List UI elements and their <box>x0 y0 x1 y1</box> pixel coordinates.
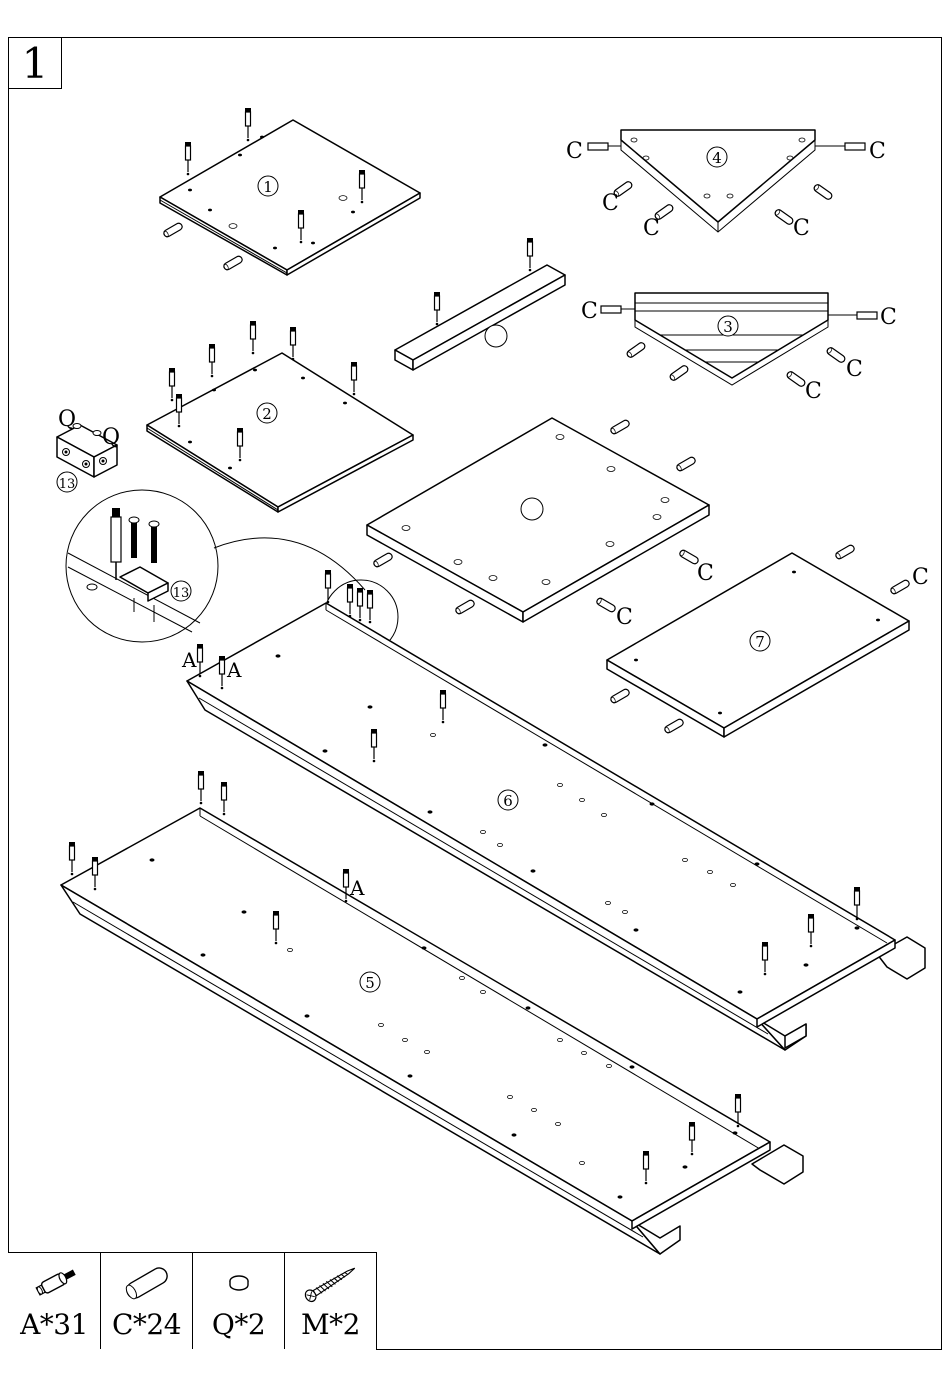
part-label-1: 1 <box>263 178 273 196</box>
part-label-3: 3 <box>723 318 733 336</box>
panel-part-1: 1 <box>160 108 420 275</box>
legend-item-c: C*24 <box>100 1253 192 1349</box>
legend-qty-m: M*2 <box>285 1308 376 1341</box>
panel-part-3: 3 C C C C <box>581 293 897 404</box>
legend-qty-q: Q*2 <box>193 1308 284 1341</box>
dowel-callout-3d: C <box>805 379 822 404</box>
rail-part <box>395 238 565 370</box>
legend-qty-c: C*24 <box>101 1308 192 1341</box>
panel-part-4: 4 C C C C C <box>566 130 886 241</box>
block-part-13: Q Q 13 <box>57 407 120 492</box>
shelf-panel: C C <box>367 418 714 630</box>
part-label-6: 6 <box>503 792 513 810</box>
panel-part-7: 7 C <box>607 544 929 737</box>
dowel-callout-shelf-a: C <box>697 561 714 586</box>
dowel-callout-4a: C <box>566 139 583 164</box>
legend-qty-a: A*31 <box>8 1308 100 1341</box>
legend-item-a: A*31 <box>8 1253 100 1349</box>
part-label-7: 7 <box>755 633 765 651</box>
dowel-callout-3b: C <box>880 305 897 330</box>
dowel-callout-3c: C <box>846 357 863 382</box>
part-label-4: 4 <box>712 149 722 167</box>
cap-callout-b: Q <box>102 425 120 450</box>
detail-part-label: 13 <box>173 586 190 601</box>
dowel-callout-4c: C <box>602 191 619 216</box>
wood-dowel-icon <box>101 1253 193 1313</box>
legend-item-q: Q*2 <box>192 1253 284 1349</box>
dowel-callout-4e: C <box>793 216 810 241</box>
dowel-callout-shelf-b: C <box>616 605 633 630</box>
part-label-2: 2 <box>262 405 272 423</box>
cap-callout-a: Q <box>58 407 76 432</box>
dowel-callout-3a: C <box>581 299 598 324</box>
screw-icon <box>285 1253 377 1313</box>
panel-part-2: 2 <box>147 321 413 512</box>
cover-cap-icon <box>193 1253 285 1313</box>
dowel-callout-7: C <box>912 565 929 590</box>
bolt-callout-6a: A <box>181 648 197 672</box>
legend-item-m: M*2 <box>284 1253 376 1349</box>
part-label-13: 13 <box>59 477 76 492</box>
dowel-callout-4b: C <box>869 139 886 164</box>
hardware-legend: A*31 C*24 Q*2 <box>8 1252 377 1350</box>
bolt-callout-6b: A <box>226 658 242 682</box>
cam-bolt-icon <box>8 1253 100 1313</box>
part-label-5: 5 <box>365 974 375 992</box>
dowel-callout-4d: C <box>643 216 660 241</box>
bolt-callout-5: A <box>349 876 365 900</box>
